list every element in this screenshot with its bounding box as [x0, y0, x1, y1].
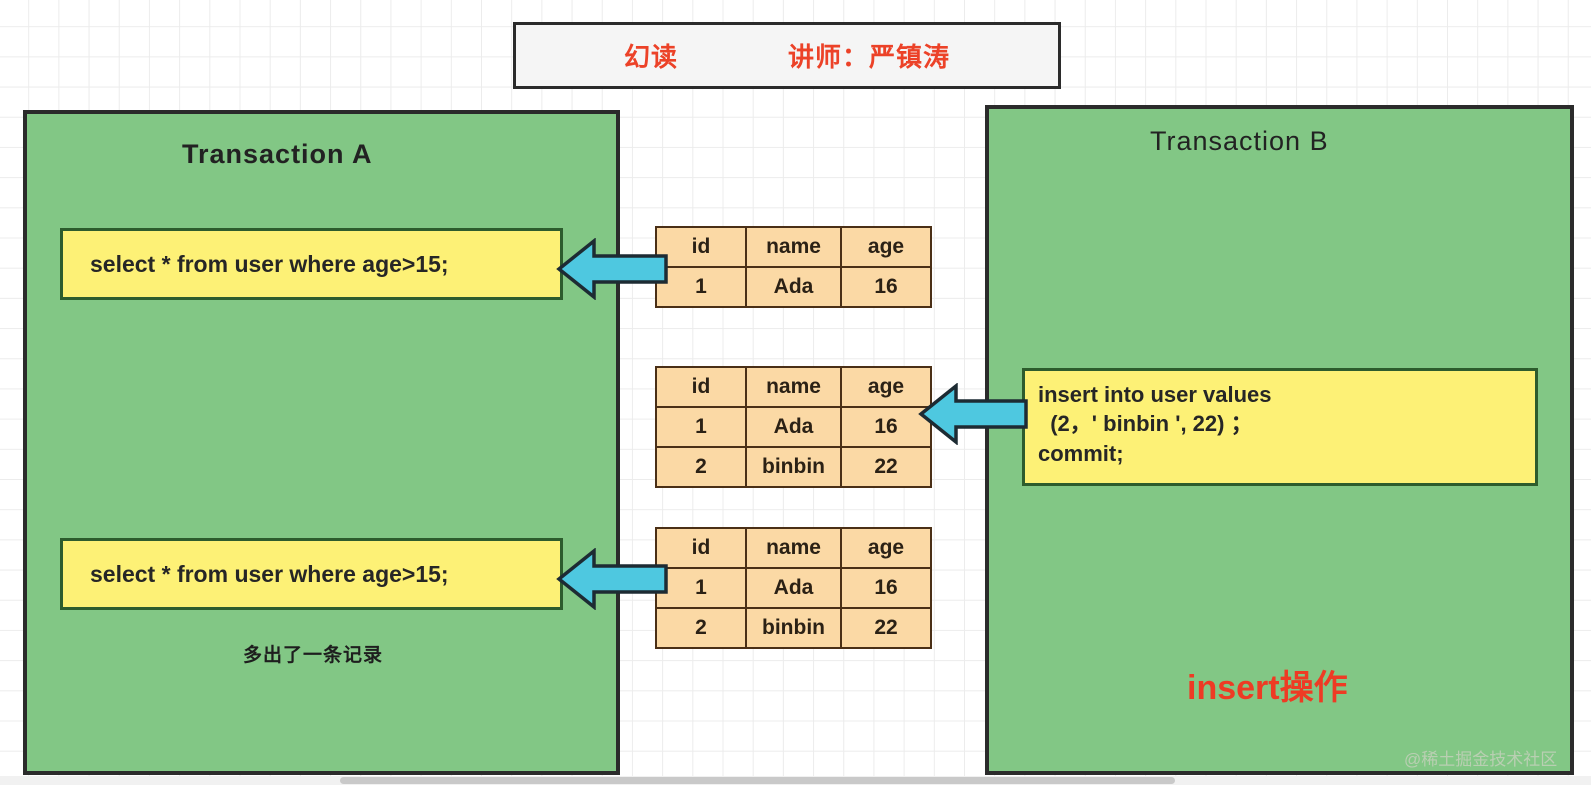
cell-id: 2 — [655, 607, 747, 649]
cell-id: 1 — [655, 567, 747, 609]
column-header-age: age — [840, 226, 932, 268]
extra-record-note: 多出了一条记录 — [243, 645, 384, 666]
cell-name: binbin — [745, 446, 842, 488]
column-header-id: id — [655, 226, 747, 268]
transaction-a-title: Transaction A — [182, 139, 373, 169]
cell-name: Ada — [745, 406, 842, 448]
cell-name: binbin — [745, 607, 842, 649]
select-statement-first-text: select * from user where age>15; — [90, 250, 449, 277]
cell-age: 16 — [840, 406, 932, 448]
cell-id: 2 — [655, 446, 747, 488]
column-header-id: id — [655, 527, 747, 569]
title-banner: 幻读 讲师：严镇涛 — [513, 22, 1061, 89]
arrow-left-to-select-second — [556, 548, 668, 610]
column-header-name: name — [745, 366, 842, 408]
insert-statement-block: insert into user values (2，' binbin ', 2… — [1022, 368, 1538, 486]
cell-age: 22 — [840, 607, 932, 649]
watermark-text: @稀土掘金技术社区 — [1404, 750, 1558, 769]
column-header-name: name — [745, 527, 842, 569]
cell-id: 1 — [655, 406, 747, 448]
horizontal-scrollbar-thumb[interactable] — [340, 777, 1175, 784]
arrow-left-from-insert — [918, 383, 1028, 445]
transaction-b-title: Transaction B — [1150, 126, 1329, 156]
column-header-age: age — [840, 366, 932, 408]
select-statement-second-text: select * from user where age>15; — [90, 560, 449, 587]
column-header-name: name — [745, 226, 842, 268]
transaction-a-panel — [23, 110, 620, 775]
cell-age: 16 — [840, 567, 932, 609]
cell-age: 22 — [840, 446, 932, 488]
select-statement-first: select * from user where age>15; — [60, 228, 563, 300]
arrow-left-to-select-first — [556, 238, 668, 300]
cell-id: 1 — [655, 266, 747, 308]
cell-age: 16 — [840, 266, 932, 308]
insert-statement-text: insert into user values (2，' binbin ', 2… — [1038, 382, 1272, 466]
column-header-id: id — [655, 366, 747, 408]
cell-name: Ada — [745, 567, 842, 609]
lecture-topic: 幻读 — [623, 42, 678, 72]
select-statement-second: select * from user where age>15; — [60, 538, 563, 610]
column-header-age: age — [840, 527, 932, 569]
insert-operation-note: insert操作 — [1187, 669, 1348, 707]
lecture-instructor: 讲师：严镇涛 — [788, 42, 951, 72]
cell-name: Ada — [745, 266, 842, 308]
